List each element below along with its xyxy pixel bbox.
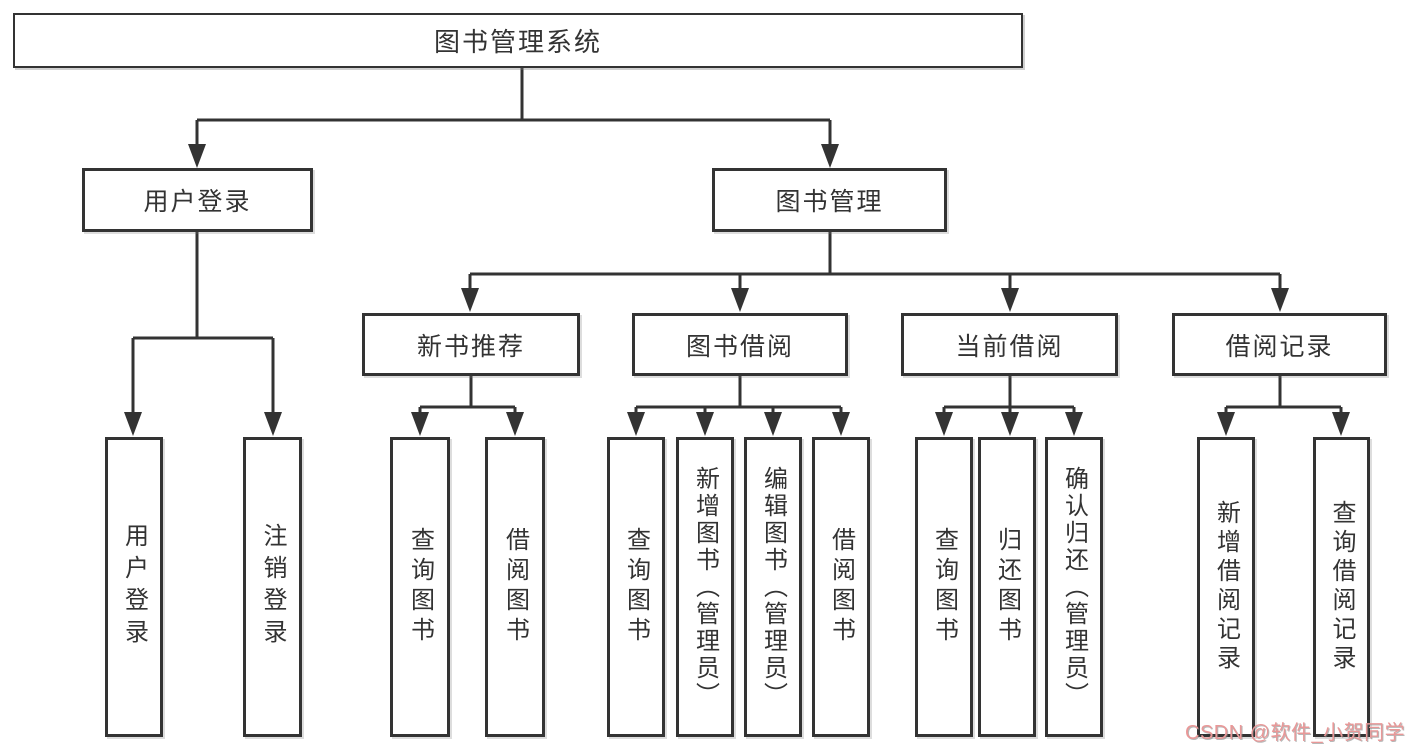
leaf-confirm-return-admin: 确认归还（管理员）	[1045, 437, 1103, 737]
leaf-borrow-books-recommend: 借阅图书	[485, 437, 545, 737]
leaf-user-login: 用户登录	[105, 437, 163, 737]
leaf-add-borrow-record: 新增借阅记录	[1197, 437, 1255, 737]
leaf-edit-books-admin: 编辑图书（管理员）	[744, 437, 802, 737]
leaf-query-books-borrow: 查询图书	[607, 437, 665, 737]
leaf-query-books-current: 查询图书	[915, 437, 973, 737]
leaf-add-books-admin: 新增图书（管理员）	[676, 437, 734, 737]
leaf-return-books: 归还图书	[978, 437, 1036, 737]
node-borrowing-records: 借阅记录	[1172, 313, 1387, 376]
node-user-login: 用户登录	[82, 168, 313, 232]
node-current-borrowing: 当前借阅	[901, 313, 1118, 376]
leaf-logout: 注销登录	[243, 437, 302, 737]
node-book-borrowing: 图书借阅	[632, 313, 848, 376]
node-book-management: 图书管理	[712, 168, 947, 232]
leaf-query-books-recommend: 查询图书	[390, 437, 450, 737]
csdn-watermark: CSDN @软件_小贺同学	[1185, 722, 1405, 744]
leaf-borrow-books-borrow: 借阅图书	[812, 437, 870, 737]
node-new-book-recommendation: 新书推荐	[362, 313, 580, 376]
leaf-query-borrow-record: 查询借阅记录	[1313, 437, 1370, 737]
node-root-system: 图书管理系统	[13, 13, 1023, 68]
